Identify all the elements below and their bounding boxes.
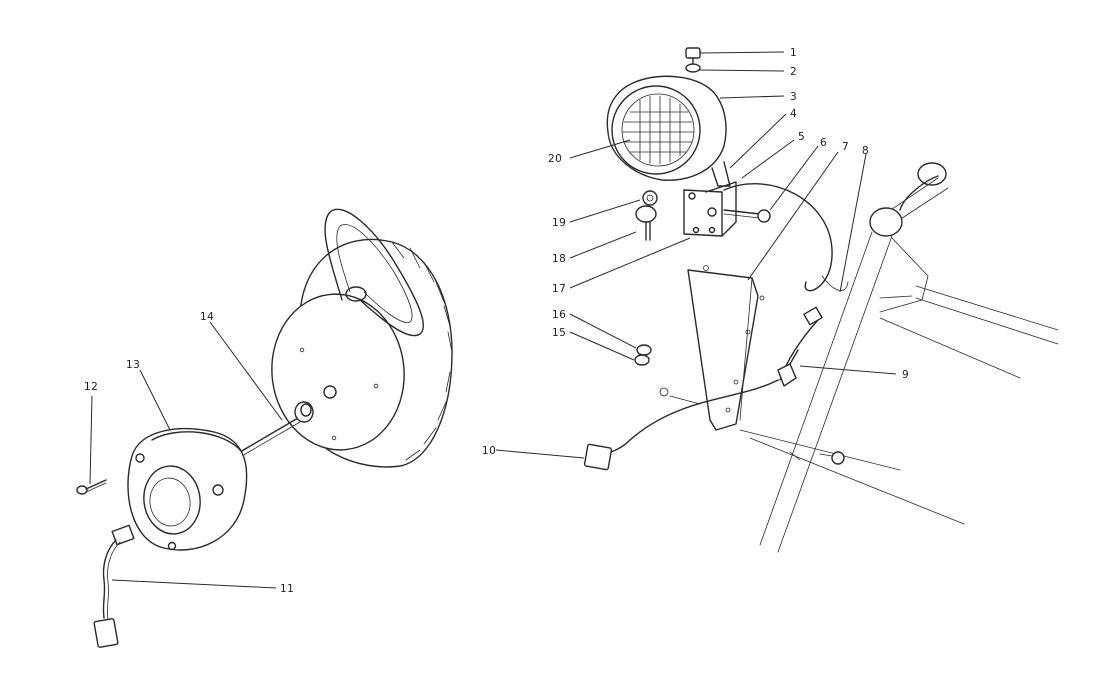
callout-labels: 1 2 3 4 5 6 7 8 9 10 11 12 13 14 15 16 1… <box>84 47 909 595</box>
callout-14: 14 <box>200 311 214 323</box>
callout-17: 17 <box>552 283 566 295</box>
callout-7: 7 <box>842 141 849 153</box>
leader-lines <box>89 51 897 589</box>
callout-19: 19 <box>552 217 566 229</box>
bracket-17 <box>683 181 737 237</box>
washer-15 <box>634 354 650 366</box>
frame-tubes <box>739 162 1059 553</box>
callout-1: 1 <box>790 47 797 59</box>
callout-20: 20 <box>548 153 562 165</box>
nut-19 <box>642 190 658 206</box>
headlight-20 <box>606 47 731 187</box>
callout-15: 15 <box>552 327 566 339</box>
callout-8: 8 <box>862 145 869 157</box>
callout-10: 10 <box>482 445 496 457</box>
shaft-part-14 <box>239 401 314 457</box>
bolt-18 <box>635 205 657 241</box>
callout-13: 13 <box>126 359 140 371</box>
wiring-harness <box>583 183 849 471</box>
callout-9: 9 <box>902 369 909 381</box>
nut-small <box>819 451 845 465</box>
mounting-plate <box>687 265 765 431</box>
flywheel-housing <box>271 208 453 468</box>
bolt-5 <box>723 209 771 223</box>
coil-assembly-13 <box>111 428 248 551</box>
callout-2: 2 <box>790 66 797 78</box>
callout-18: 18 <box>552 253 566 265</box>
callout-4: 4 <box>790 108 797 120</box>
callout-3: 3 <box>790 91 797 103</box>
callout-6: 6 <box>820 137 827 149</box>
callout-16: 16 <box>552 309 566 321</box>
callout-12: 12 <box>84 381 98 393</box>
washer-16 <box>636 344 652 356</box>
callout-5: 5 <box>798 131 805 143</box>
bolt-12 <box>76 479 107 495</box>
callout-11: 11 <box>280 583 294 595</box>
wire-lead-11 <box>93 539 121 648</box>
